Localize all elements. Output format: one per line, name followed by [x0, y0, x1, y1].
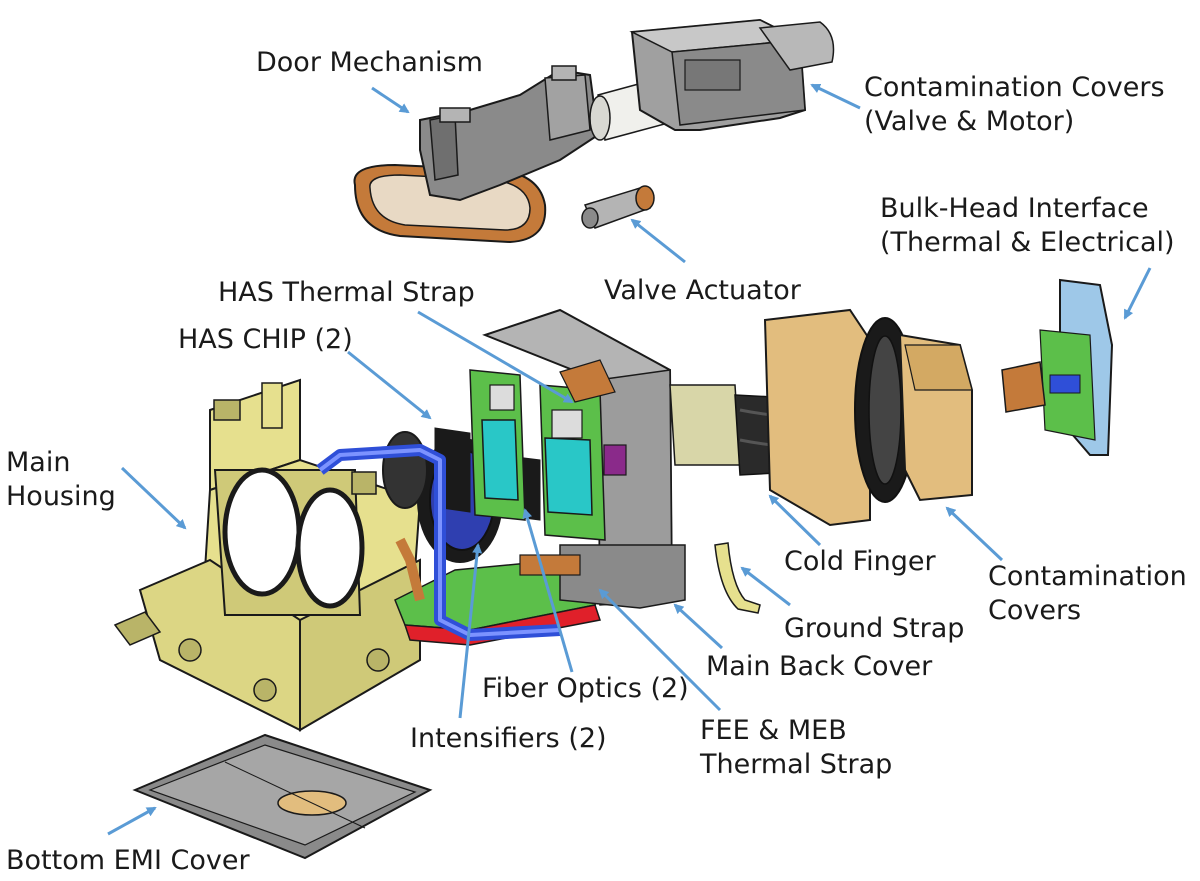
label-fiber-optics: Fiber Optics (2) [482, 673, 689, 704]
label-valve-actuator: Valve Actuator [604, 275, 801, 306]
arrow-bottom-emi [107, 806, 157, 836]
label-main-back-cover: Main Back Cover [706, 651, 933, 682]
label-main-housing: Main Housing [6, 446, 116, 514]
arrow-has-chip [347, 350, 432, 420]
label-intensifiers: Intensifiers (2) [410, 723, 607, 754]
arrow-contamination-covers-top [810, 83, 861, 110]
ground-strap-part [714, 542, 761, 614]
label-has-chip: HAS CHIP (2) [178, 324, 353, 355]
arrow-has-thermal-strap [417, 310, 574, 404]
label-line: Thermal Strap [700, 749, 893, 780]
leader-arrows [107, 83, 1152, 836]
door-mechanism-part [353, 65, 600, 244]
optics-assembly-part [316, 427, 601, 646]
arrow-door-mechanism [371, 86, 410, 114]
label-line: Covers [988, 595, 1082, 626]
label-line: Contamination [988, 561, 1187, 592]
bulk-head-interface-part [1001, 278, 1114, 456]
label-line: Contamination Covers [864, 72, 1165, 103]
contamination-covers-part [763, 308, 973, 527]
electronics-part [469, 308, 686, 609]
arrow-main-back-cover [673, 603, 724, 650]
arrow-main-housing [120, 466, 187, 530]
label-bulk-head-interface: Bulk-Head Interface (Thermal & Electrica… [880, 192, 1175, 260]
label-contamination-covers: Contamination Covers [988, 560, 1187, 628]
main-housing-part [113, 378, 422, 732]
valve-actuator-part [581, 185, 655, 229]
arrow-ground-strap [740, 566, 791, 607]
label-contamination-covers-valve-motor: Contamination Covers (Valve & Motor) [864, 71, 1165, 139]
label-fee-meb-thermal-strap: FEE & MEB Thermal Strap [700, 714, 892, 782]
arrow-intensifiers [458, 543, 483, 719]
label-ground-strap: Ground Strap [784, 613, 965, 644]
label-line: Main [6, 447, 71, 478]
arrow-contamination-covers-right [945, 506, 1004, 562]
label-line: Bulk-Head Interface [880, 193, 1149, 224]
arrow-fiber-optics [522, 508, 574, 673]
label-cold-finger: Cold Finger [784, 546, 936, 577]
label-has-thermal-strap: HAS Thermal Strap [218, 277, 475, 308]
label-bottom-emi-cover: Bottom EMI Cover [6, 845, 250, 876]
label-door-mechanism: Door Mechanism [256, 47, 483, 78]
label-line: Housing [6, 481, 116, 512]
label-line: FEE & MEB [700, 715, 847, 746]
contamination-covers-valve-motor-part [589, 18, 835, 141]
arrow-fee-meb [598, 588, 722, 712]
label-line: (Thermal & Electrical) [880, 227, 1175, 258]
arrow-cold-finger [768, 494, 822, 547]
arrow-valve-actuator [630, 218, 686, 264]
label-line: (Valve & Motor) [864, 106, 1075, 137]
bottom-emi-cover-part [132, 733, 433, 860]
arrow-bulk-head [1123, 267, 1152, 320]
